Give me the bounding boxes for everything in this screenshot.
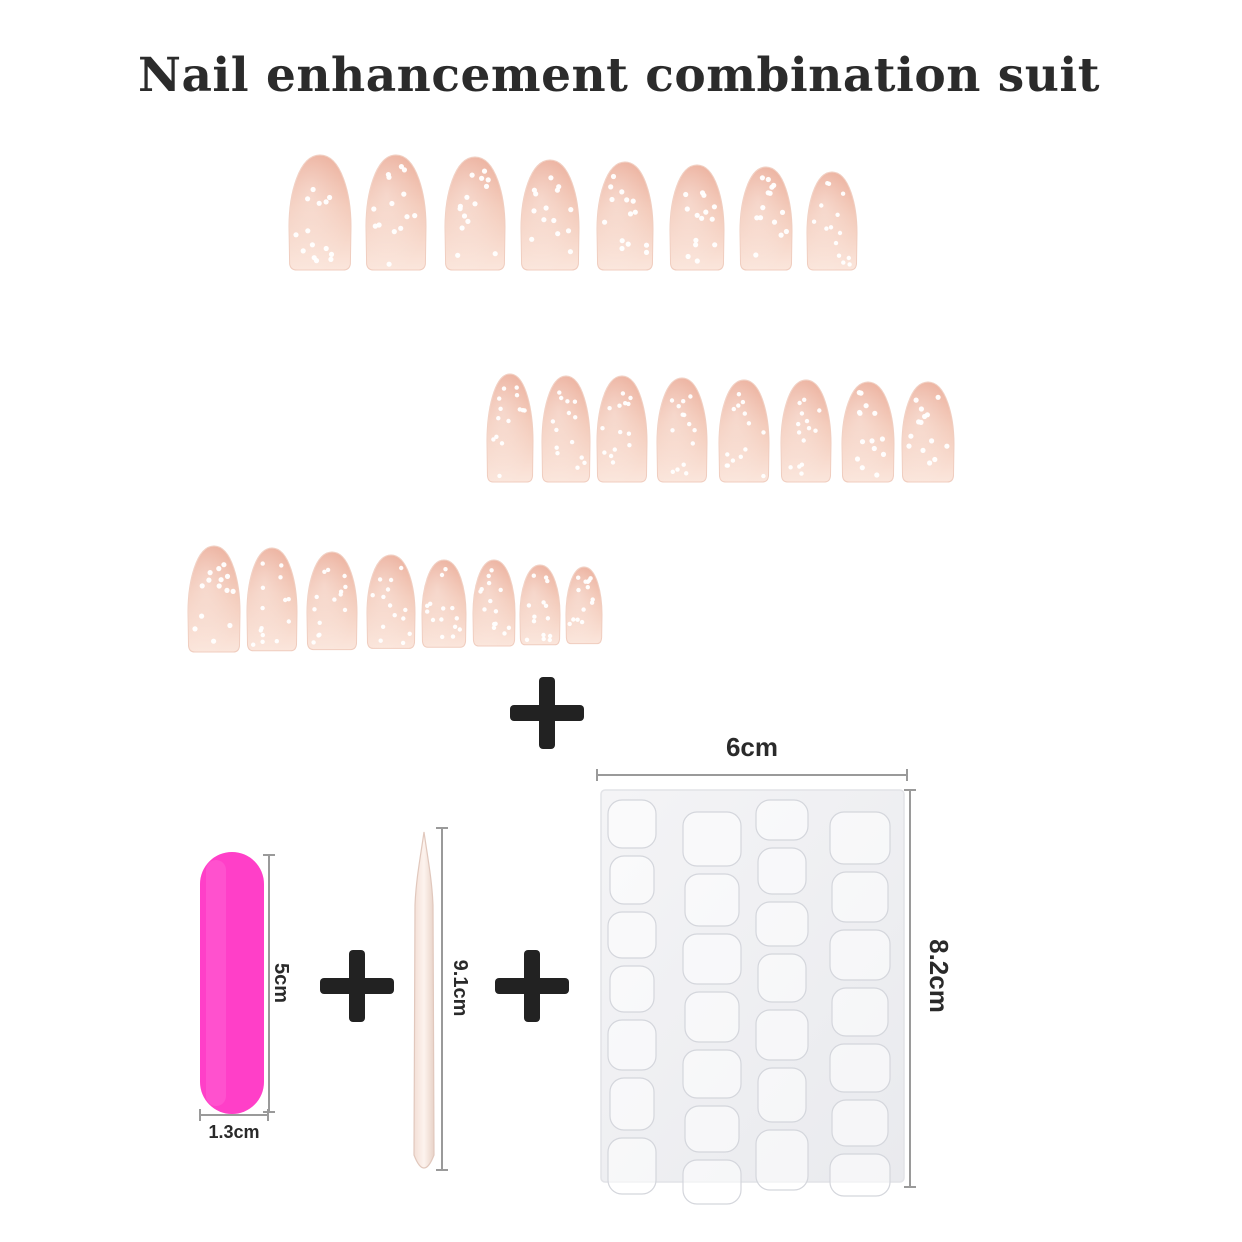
press-on-nail <box>421 559 467 648</box>
adhesive-tab <box>609 855 655 905</box>
press-on-nail <box>486 373 534 483</box>
adhesive-tab <box>831 1099 889 1147</box>
press-on-nail <box>365 154 427 271</box>
adhesive-tab <box>829 811 891 865</box>
press-on-nails <box>187 154 955 653</box>
press-on-nail <box>472 559 516 647</box>
adhesive-tabs <box>607 799 891 1205</box>
press-on-nail <box>669 164 725 271</box>
adhesive-sheet-height-label: 8.2cm <box>924 939 954 1013</box>
plus-icon <box>510 677 584 749</box>
adhesive-tab <box>757 847 807 895</box>
cuticle-stick <box>413 831 435 1169</box>
adhesive-tab <box>757 1067 807 1123</box>
adhesive-tab <box>829 1153 891 1197</box>
press-on-nail <box>541 375 591 483</box>
press-on-nail <box>565 566 603 645</box>
adhesive-tab <box>829 929 891 981</box>
cuticle-stick-length-label: 9.1cm <box>449 960 471 1017</box>
press-on-nail <box>806 171 858 271</box>
press-on-nail <box>718 379 770 483</box>
nail-file-width-dimension: 1.3cm <box>199 1109 269 1142</box>
adhesive-tab <box>682 1159 742 1205</box>
press-on-nail <box>444 156 506 271</box>
adhesive-tab <box>682 933 742 985</box>
press-on-nail <box>187 545 241 653</box>
nail-file-height-dimension: 5cm <box>263 854 292 1113</box>
adhesive-tab <box>755 901 809 947</box>
press-on-nail <box>306 551 358 651</box>
press-on-nail <box>780 379 832 483</box>
press-on-nail <box>246 547 298 652</box>
adhesive-tab <box>684 991 740 1043</box>
adhesive-tab <box>607 1019 657 1071</box>
press-on-nail <box>288 154 352 271</box>
nail-file <box>200 852 264 1114</box>
adhesive-sheet-width-label: 6cm <box>726 732 778 762</box>
press-on-nail <box>596 161 654 271</box>
adhesive-tab <box>755 1129 809 1191</box>
plus-icon <box>495 950 569 1022</box>
adhesive-tab <box>757 953 807 1003</box>
press-on-nail <box>366 554 416 649</box>
press-on-nail <box>596 375 648 483</box>
press-on-nail <box>520 159 580 271</box>
adhesive-tab <box>684 1105 740 1153</box>
page-title: Nail enhancement combination suit <box>138 48 1100 103</box>
adhesive-tab <box>829 1043 891 1093</box>
adhesive-tab <box>682 1049 742 1099</box>
adhesive-tab <box>831 987 889 1037</box>
adhesive-sheet-height-dimension: 8.2cm <box>904 789 954 1188</box>
nail-file-width-label: 1.3cm <box>208 1122 259 1142</box>
adhesive-tab <box>609 1077 655 1131</box>
press-on-nail <box>519 564 561 646</box>
adhesive-sheet-width-dimension: 6cm <box>596 732 908 781</box>
adhesive-tab <box>607 799 657 849</box>
adhesive-tab <box>607 911 657 959</box>
cuticle-stick-dimension: 9.1cm <box>436 827 471 1171</box>
press-on-nail <box>901 381 955 483</box>
plus-icon <box>320 950 394 1022</box>
adhesive-tab <box>755 1009 809 1061</box>
nail-file-height-label: 5cm <box>270 963 292 1003</box>
adhesive-tab <box>684 873 740 927</box>
adhesive-tab <box>831 871 889 923</box>
adhesive-tab <box>607 1137 657 1195</box>
press-on-nail <box>739 166 793 271</box>
adhesive-tab <box>682 811 742 867</box>
adhesive-tab-sheet <box>600 789 905 1205</box>
press-on-nail <box>841 381 895 483</box>
press-on-nail <box>656 377 708 483</box>
adhesive-tab <box>609 965 655 1013</box>
adhesive-tab <box>755 799 809 841</box>
